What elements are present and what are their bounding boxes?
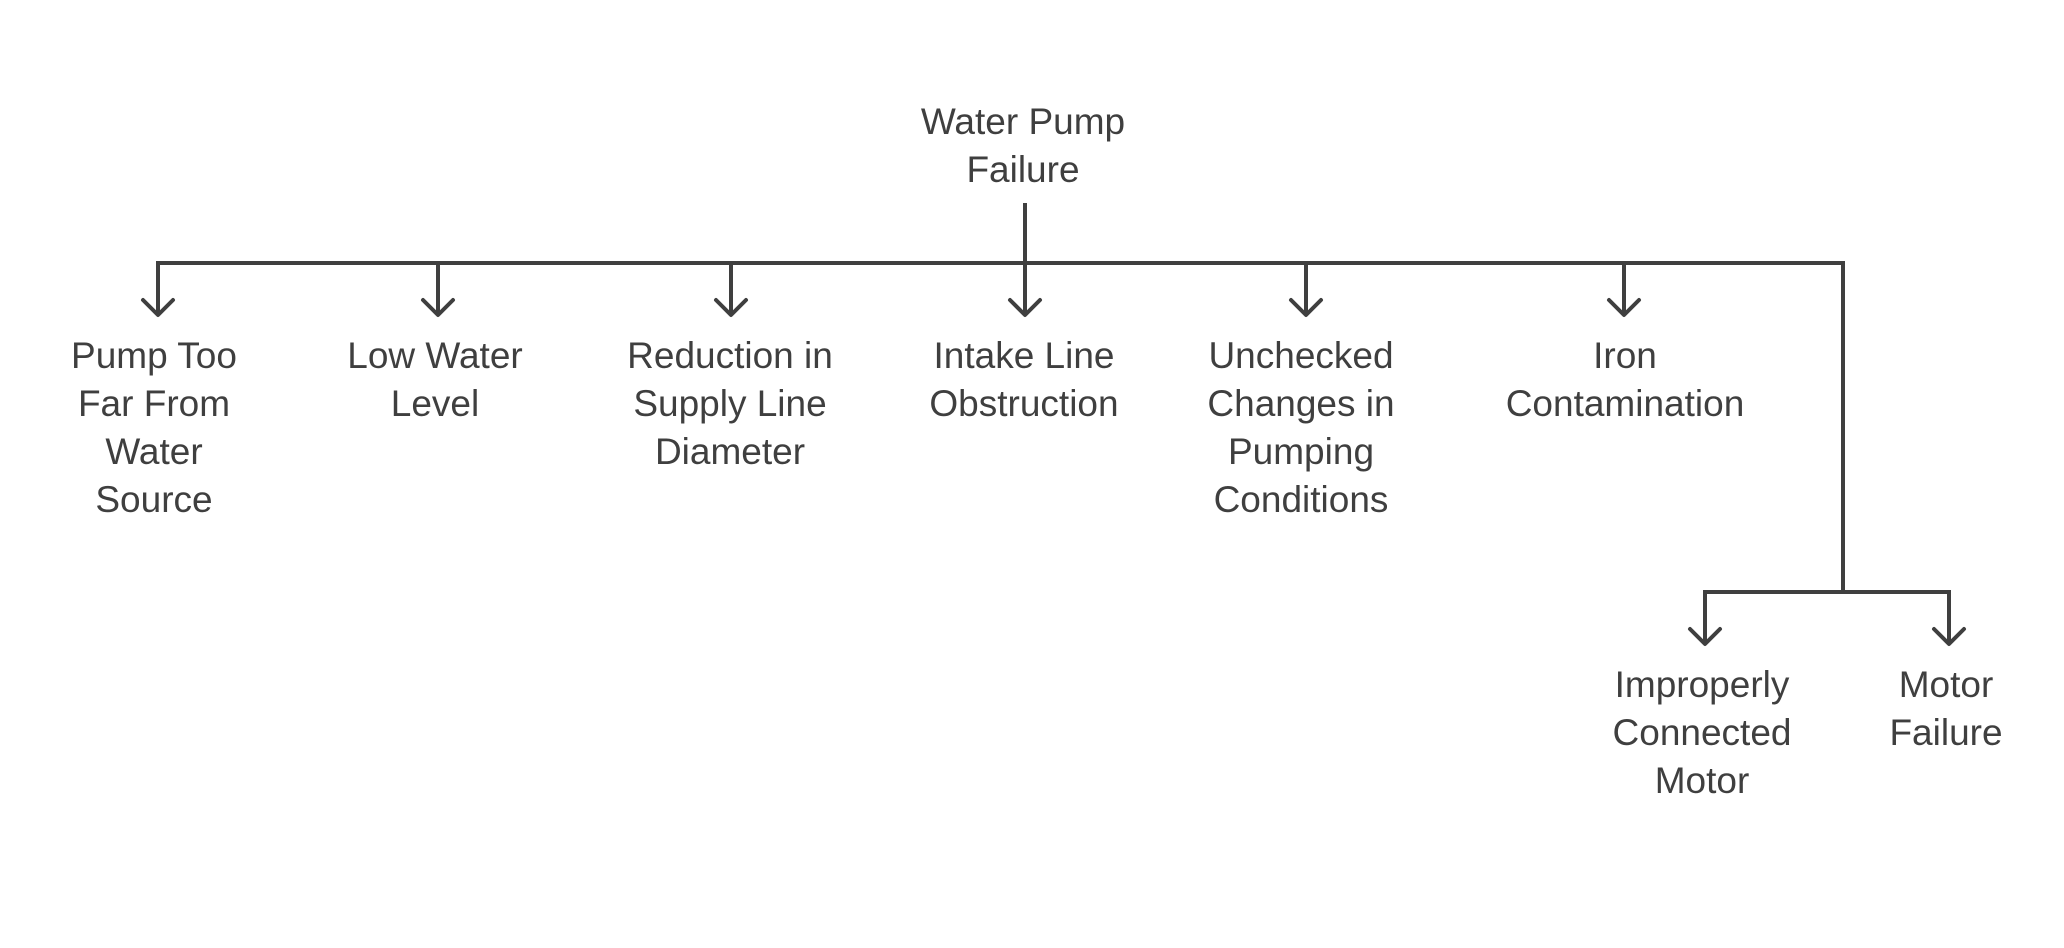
cause-node-low-water-level: Low Water Level [347, 335, 523, 424]
arrow-head-iron-contamination [1607, 298, 1641, 317]
arrow-head-intake-line-obstruction [1008, 298, 1042, 317]
cause-node-improperly-connected-motor: Improperly Connected Motor [1612, 664, 1792, 801]
cause-node-iron-contamination: Iron Contamination [1505, 335, 1745, 424]
cause-node-intake-line-obstruction: Intake Line Obstruction [929, 335, 1119, 424]
cause-node-unchecked-changes: Unchecked Changes in Pumping Conditions [1207, 335, 1395, 520]
cause-node-supply-line-diameter: Reduction in Supply Line Diameter [627, 335, 833, 472]
arrow-head-improperly-connected-motor [1688, 627, 1722, 646]
arrow-head-unchecked-changes [1289, 298, 1323, 317]
arrow-head-low-water-level [421, 298, 455, 317]
arrow-head-pump-too-far [141, 298, 175, 317]
arrow-head-motor-failure [1932, 627, 1966, 646]
cause-node-pump-too-far: Pump Too Far From Water Source [71, 335, 237, 520]
arrow-head-supply-line-diameter [714, 298, 748, 317]
root-node-water-pump-failure: Water Pump Failure [920, 101, 1126, 190]
cause-node-motor-failure: Motor Failure [1889, 664, 2003, 753]
